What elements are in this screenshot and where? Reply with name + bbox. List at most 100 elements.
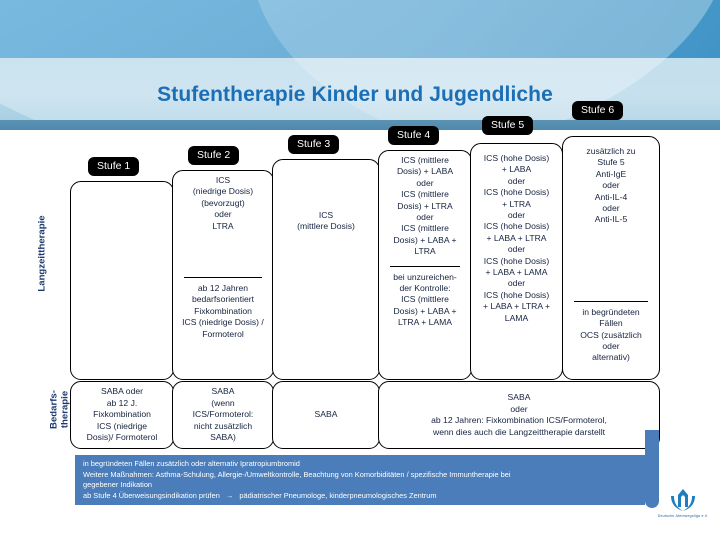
longterm-stufe-1-content	[71, 182, 173, 379]
longterm-column-stufe-5[interactable]: ICS (hohe Dosis) + LABA oder ICS (hohe D…	[470, 143, 563, 380]
text-line: oder	[602, 203, 620, 214]
text-line: oder	[416, 177, 434, 188]
text-line: oder	[416, 212, 434, 223]
side-label-bedarfs-line2: therapie	[59, 390, 71, 429]
divider	[184, 277, 262, 279]
ondemand-cell-stufe-3[interactable]: SABA	[272, 381, 380, 449]
header-banner	[0, 0, 720, 130]
longterm-stufe-6-content: zusätzlich zu Stufe 5 Anti-IgE oder Anti…	[563, 137, 659, 379]
ondemand-stufe-3-content: SABA	[315, 409, 338, 421]
text-line: + LTRA	[502, 198, 531, 209]
text-line: ICS/Formoterol:	[192, 409, 254, 420]
text-line: + LABA + LAMA	[485, 267, 548, 278]
text-line: ICS (hohe Dosis)	[483, 187, 550, 198]
footnote-line-4: ab Stufe 4 Überweisungsindikation prüfen…	[83, 491, 639, 502]
text-line: Dosis)/ Formoterol	[86, 432, 158, 443]
page-title: Stufentherapie Kinder und Jugendliche	[157, 83, 553, 106]
longterm-column-stufe-6[interactable]: zusätzlich zu Stufe 5 Anti-IgE oder Anti…	[562, 136, 660, 380]
text-line: ICS (niedrige	[96, 420, 148, 431]
text-line: oder	[507, 244, 526, 255]
text-line: Dosis) + LABA	[396, 166, 454, 177]
text-line: ab 12 Jahren	[197, 283, 249, 294]
text-line: + LABA + LTRA	[486, 232, 547, 243]
longterm-column-stufe-3[interactable]: ICS (mittlere Dosis)	[272, 159, 380, 380]
text-line: LTRA + LAMA	[397, 317, 453, 328]
divider	[390, 265, 460, 267]
text-line: alternativ)	[592, 352, 630, 363]
footnote-line-4b: pädiatrischer Pneumologe, kinderpneumolo…	[239, 490, 437, 500]
longterm-stufe-5-content: ICS (hohe Dosis) + LABA oder ICS (hohe D…	[471, 144, 562, 379]
text-line: oder	[602, 180, 620, 191]
longterm-column-stufe-2[interactable]: ICS (niedrige Dosis) (bevorzugt) oder LT…	[172, 170, 274, 380]
text-line: Anti-IgE	[595, 168, 627, 179]
arrow-right-icon: →	[225, 490, 234, 500]
longterm-column-stufe-4[interactable]: ICS (mittlere Dosis) + LABA oder ICS (mi…	[378, 150, 472, 380]
text-line: bedarfsorientiert	[191, 294, 255, 305]
longterm-stufe-2-content: ICS (niedrige Dosis) (bevorzugt) oder LT…	[173, 171, 273, 379]
ondemand-cell-stufe-1[interactable]: SABA oder ab 12 J. Fixkombination ICS (n…	[70, 381, 174, 449]
text-line: ICS (mittlere	[401, 155, 449, 165]
text-line: oder	[507, 278, 526, 289]
text-line: (niedrige Dosis)	[192, 186, 254, 197]
ondemand-cell-stufe-4-6[interactable]: SABA oder ab 12 Jahren: Fixkombination I…	[378, 381, 660, 449]
footnote-line-4a: ab Stufe 4 Überweisungsindikation prüfen	[83, 490, 220, 500]
text-line: wenn dies auch die Langzeittherapie dars…	[433, 426, 605, 437]
stage-tag-stufe-3[interactable]: Stufe 3	[288, 135, 340, 154]
ondemand-stufe-2-content: SABA (wenn ICS/Formoterol: nicht zusätzl…	[193, 386, 254, 444]
text-line: SABA	[507, 392, 531, 402]
side-label-langzeittherapie: Langzeittherapie	[36, 215, 48, 292]
text-line: ab 12 J.	[106, 397, 138, 408]
text-line: ICS (hohe Dosis)	[483, 221, 550, 232]
text-line: zusätzlich zu	[586, 146, 636, 156]
ondemand-cell-stufe-2[interactable]: SABA (wenn ICS/Formoterol: nicht zusätzl…	[172, 381, 274, 449]
stage-tag-stufe-4[interactable]: Stufe 4	[388, 126, 440, 145]
text-line: der Kontrolle:	[399, 283, 451, 294]
text-line: Anti-IL-5	[594, 214, 628, 225]
text-line: LTRA	[414, 246, 436, 257]
text-line: (wenn	[211, 397, 235, 408]
text-line: Stufe 5	[597, 157, 625, 168]
stage-tag-stufe-6[interactable]: Stufe 6	[572, 101, 624, 120]
text-line: Fällen	[599, 318, 623, 329]
text-line: Anti-IL-4	[594, 191, 628, 202]
atemwegsliga-logo-icon	[671, 489, 695, 511]
text-line: nicht zusätzlich	[193, 420, 253, 431]
ondemand-stufe-1-content: SABA oder ab 12 J. Fixkombination ICS (n…	[87, 386, 158, 444]
text-line: ICS (hohe Dosis)	[483, 255, 550, 266]
text-line: ab 12 Jahren: Fixkombination ICS/Formote…	[431, 415, 607, 425]
stage-tag-stufe-1[interactable]: Stufe 1	[88, 157, 140, 176]
text-line: (bevorzugt)	[201, 197, 245, 208]
text-line: Fixkombination	[93, 409, 151, 420]
text-line: ICS (mittlere	[401, 294, 449, 305]
stage-tag-stufe-2[interactable]: Stufe 2	[188, 146, 240, 165]
stage-tag-stufe-5[interactable]: Stufe 5	[482, 116, 534, 135]
banner-bottom-rule	[0, 120, 720, 130]
text-line: ICS (hohe Dosis)	[483, 153, 550, 163]
footnote-line-3: gegebener Indikation	[83, 480, 153, 490]
longterm-column-stufe-1[interactable]	[70, 181, 174, 380]
text-line: SABA oder	[100, 386, 144, 397]
text-line: Dosis) + LABA +	[393, 234, 457, 245]
text-line: ICS	[318, 210, 334, 220]
text-line: Fixkombination	[194, 305, 252, 316]
text-line: + LABA + LTRA +	[483, 301, 550, 312]
text-line: oder	[602, 341, 620, 352]
text-line: oder	[510, 403, 528, 414]
footnote-line-2: Weitere Maßnahmen: Asthma-Schulung, Alle…	[83, 469, 511, 479]
banner-deep-gradient	[0, 0, 720, 58]
decorative-blue-strip	[645, 430, 659, 508]
text-line: LAMA	[504, 312, 529, 323]
text-line: in begründeten	[582, 306, 640, 317]
text-line: Dosis) + LABA +	[393, 305, 457, 316]
text-line: oder	[214, 209, 232, 220]
text-line: (mittlere Dosis)	[297, 221, 355, 232]
text-line: SABA	[211, 386, 235, 397]
text-line: Formoterol	[202, 328, 244, 339]
text-line: Dosis) + LTRA	[397, 200, 453, 211]
text-line: ICS (mittlere	[401, 223, 449, 234]
text-line: SABA)	[210, 432, 236, 443]
text-line: OCS (zusätzlich	[580, 329, 642, 340]
divider	[574, 300, 648, 302]
text-line: oder	[507, 210, 526, 221]
